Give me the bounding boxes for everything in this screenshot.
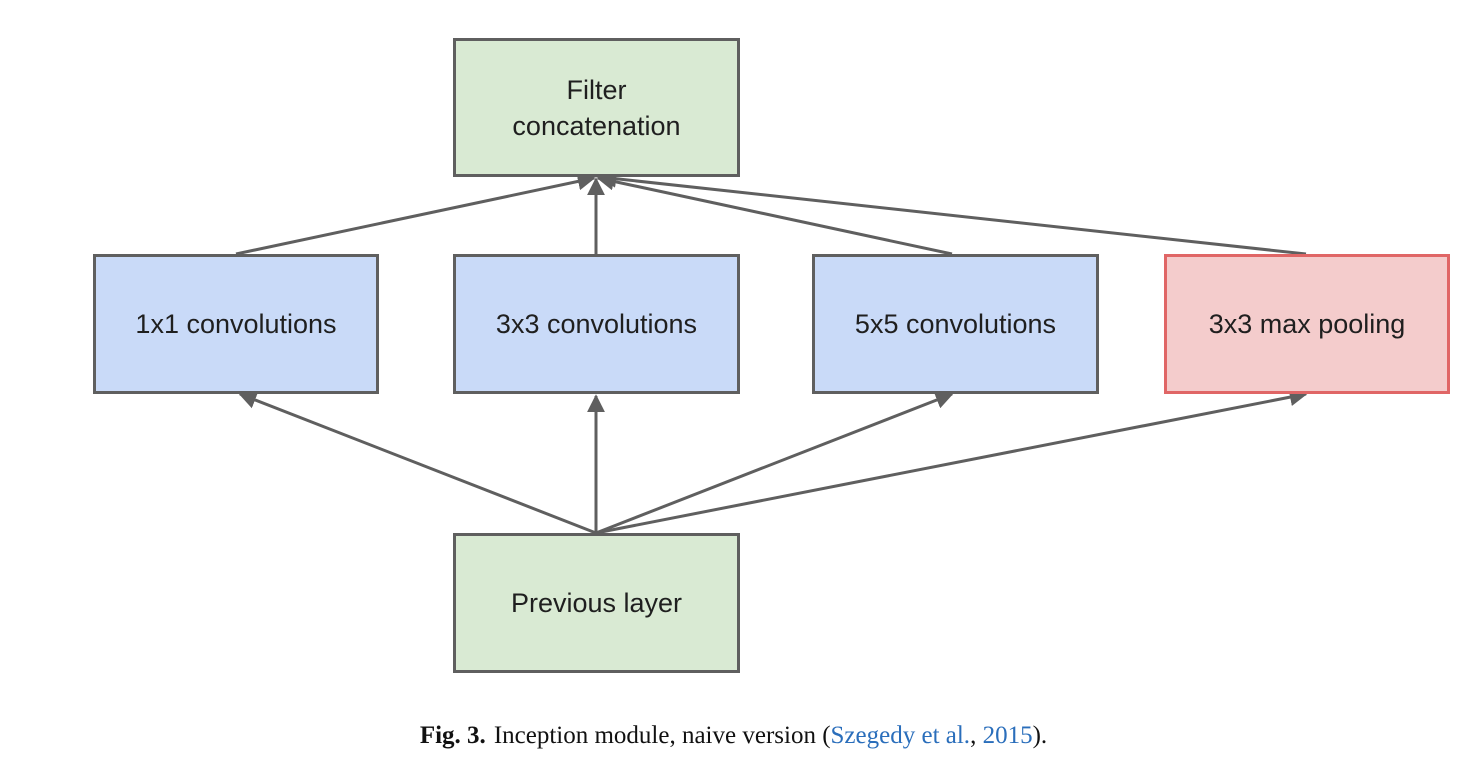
filter-concatenation-node: Filter concatenation — [453, 38, 740, 177]
edge-1x1-to-filter — [235, 172, 596, 256]
figure-label: Fig. 3. — [419, 722, 486, 749]
caption-closing: ). — [1032, 722, 1048, 749]
edge-prev-to-5x5 — [595, 391, 954, 535]
edge-pool-to-filter — [598, 169, 1307, 256]
edge-prev-to-1x1 — [238, 391, 597, 535]
edge-5x5-to-filter — [596, 172, 953, 256]
edge-prev-to-pool — [595, 388, 1308, 535]
reference-authors-link[interactable]: Szegedy et al. — [830, 722, 971, 749]
conv-5x5-node: 5x5 convolutions — [812, 254, 1099, 394]
previous-layer-node: Previous layer — [453, 533, 740, 673]
reference-year-link[interactable]: 2015 — [982, 722, 1033, 749]
inception-diagram: Filter concatenation 1x1 convolutions 3x… — [93, 38, 1450, 673]
conv-1x1-node: 1x1 convolutions — [93, 254, 379, 394]
max-pool-3x3-node: 3x3 max pooling — [1164, 254, 1450, 394]
caption-text: Inception module, naive version ( — [493, 722, 831, 749]
conv-3x3-node: 3x3 convolutions — [453, 254, 740, 394]
figure-caption: Fig. 3. Inception module, naive version (… — [0, 722, 1467, 750]
caption-separator: , — [970, 722, 983, 749]
diagram-edges — [235, 169, 1308, 535]
